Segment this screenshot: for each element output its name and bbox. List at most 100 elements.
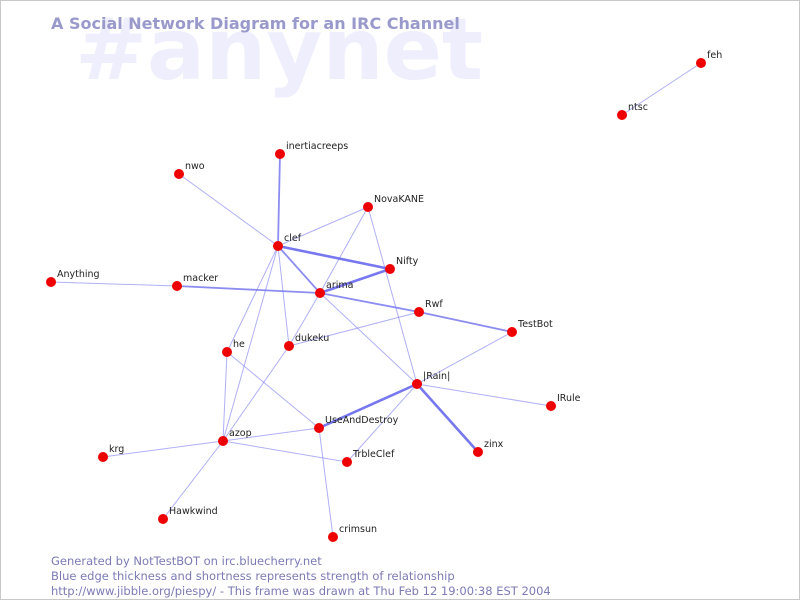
edge-he-azop bbox=[222, 351, 228, 442]
edge-he-UseAndDestroy bbox=[226, 351, 320, 429]
node-dot bbox=[328, 532, 338, 542]
edge-Rain-zinx bbox=[416, 383, 479, 453]
node-label: krg bbox=[109, 444, 124, 455]
node-label: IRule bbox=[557, 393, 581, 404]
edge-clef-azop bbox=[222, 245, 279, 442]
diagram-title: A Social Network Diagram for an IRC Chan… bbox=[51, 14, 460, 33]
node-label: ntsc bbox=[628, 102, 648, 113]
node-dot bbox=[342, 457, 352, 467]
node-crimsun: crimsun bbox=[328, 524, 377, 542]
node-dot bbox=[617, 110, 627, 120]
edge-azop-TrbleClef bbox=[222, 440, 348, 463]
node-label: Hawkwind bbox=[169, 506, 218, 517]
node-he: he bbox=[222, 339, 245, 357]
node-dot bbox=[363, 202, 373, 212]
node-label: dukeku bbox=[295, 333, 329, 344]
node-nwo: nwo bbox=[174, 161, 205, 179]
edge-arima-dukeku bbox=[288, 292, 321, 347]
edge-clef-nwo bbox=[178, 173, 279, 247]
node-dot bbox=[315, 288, 325, 298]
node-macker: macker bbox=[172, 273, 218, 291]
edge-clef-Nifty bbox=[277, 244, 391, 271]
node-label: macker bbox=[183, 273, 218, 284]
node-dot bbox=[46, 277, 56, 287]
node-Hawkwind: Hawkwind bbox=[158, 506, 218, 524]
node-dot bbox=[222, 347, 232, 357]
node-dot bbox=[473, 447, 483, 457]
node-label: nwo bbox=[185, 161, 205, 172]
node-krg: krg bbox=[98, 444, 124, 462]
node-dot bbox=[174, 169, 184, 179]
node-dot bbox=[158, 514, 168, 524]
edge-TestBot-Rain bbox=[416, 331, 513, 385]
edge-clef-he bbox=[226, 245, 279, 353]
node-label: arima bbox=[326, 280, 353, 291]
node-arima: arima bbox=[315, 280, 353, 298]
node-dot bbox=[385, 264, 395, 274]
footer-url-timestamp[interactable]: http://www.jibble.org/piespy/ - This fra… bbox=[51, 584, 551, 598]
node-IRule: IRule bbox=[546, 393, 581, 411]
edge-layer bbox=[50, 62, 702, 538]
edge-Rwf-TestBot bbox=[418, 311, 513, 333]
edge-clef-inertiacreeps bbox=[277, 153, 281, 247]
edge-NovaKANE-Rain bbox=[367, 206, 418, 385]
node-label: |Rain| bbox=[423, 371, 450, 382]
edge-NovaKANE-arima bbox=[319, 206, 369, 294]
edge-clef-arima bbox=[277, 245, 321, 294]
node-label: UseAndDestroy bbox=[325, 415, 399, 426]
node-azop: azop bbox=[218, 428, 252, 446]
node-label: TrbleClef bbox=[352, 449, 395, 460]
node-dot bbox=[98, 452, 108, 462]
node-Nifty: Nifty bbox=[385, 256, 419, 274]
node-TestBot: TestBot bbox=[507, 319, 553, 337]
node-label: clef bbox=[284, 233, 302, 244]
edge-feh-ntsc bbox=[621, 62, 702, 116]
node-label: Rwf bbox=[425, 299, 443, 310]
node-UseAndDestroy: UseAndDestroy bbox=[314, 415, 399, 433]
edge-Rain-TrbleClef bbox=[346, 383, 418, 463]
edge-azop-krg bbox=[102, 440, 224, 458]
node-zinx: zinx bbox=[473, 439, 504, 457]
footer-legend-note: Blue edge thickness and shortness repres… bbox=[51, 569, 455, 583]
node-TrbleClef: TrbleClef bbox=[342, 449, 395, 467]
edge-UseAndDestroy-azop bbox=[222, 427, 320, 442]
node-label: Nifty bbox=[396, 256, 419, 267]
node-Rwf: Rwf bbox=[414, 299, 443, 317]
node-label: zinx bbox=[484, 439, 504, 450]
footer: Generated by NotTestBOT on irc.bluecherr… bbox=[51, 554, 551, 599]
edge-clef-dukeku bbox=[277, 245, 290, 347]
node-dukeku: dukeku bbox=[284, 333, 329, 351]
node-dot bbox=[314, 423, 324, 433]
edge-Rain-IRule bbox=[416, 383, 552, 407]
edge-Nifty-arima bbox=[319, 267, 391, 295]
node-clef: clef bbox=[273, 233, 302, 251]
node-dot bbox=[696, 58, 706, 68]
edge-arima-Rain bbox=[319, 292, 418, 385]
node-dot bbox=[172, 281, 182, 291]
node-label: TestBot bbox=[517, 319, 553, 330]
node-dot bbox=[507, 327, 517, 337]
node-label: crimsun bbox=[339, 524, 377, 535]
node-dot bbox=[273, 241, 283, 251]
channel-watermark: #anynet bbox=[75, 0, 484, 100]
node-inertiacreeps: inertiacreeps bbox=[275, 141, 348, 159]
node-dot bbox=[412, 379, 422, 389]
node-dot bbox=[414, 307, 424, 317]
edge-azop-Hawkwind bbox=[162, 440, 224, 520]
edge-macker-arima bbox=[176, 285, 321, 294]
node-label: inertiacreeps bbox=[286, 141, 348, 152]
edge-Anything-macker bbox=[50, 281, 178, 287]
footer-generated-by: Generated by NotTestBOT on irc.bluecherr… bbox=[51, 554, 322, 568]
edge-clef-NovaKANE bbox=[277, 206, 369, 247]
edge-dukeku-azop bbox=[222, 345, 290, 442]
node-dot bbox=[284, 341, 294, 351]
edge-arima-Rwf bbox=[319, 292, 420, 313]
node-feh: feh bbox=[696, 50, 722, 68]
node-label: azop bbox=[229, 428, 252, 439]
node-label: feh bbox=[707, 50, 722, 61]
node-Rain: |Rain| bbox=[412, 371, 450, 389]
node-NovaKANE: NovaKANE bbox=[363, 194, 424, 212]
